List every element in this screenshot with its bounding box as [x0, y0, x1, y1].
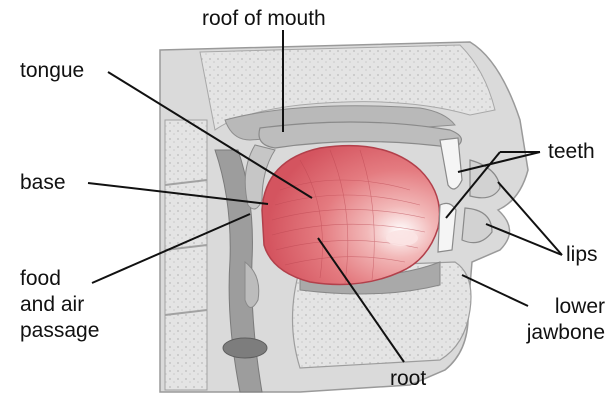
label-root: root	[390, 366, 426, 392]
label-food-and-air-passage: food and air passage	[20, 266, 99, 344]
label-base: base	[20, 170, 66, 196]
label-lower-jawbone: lower jawbone	[510, 294, 605, 346]
tongue-tip-highlight	[386, 230, 418, 246]
label-roof-of-mouth: roof of mouth	[202, 6, 326, 32]
tongue-shape	[262, 146, 440, 285]
label-tongue: tongue	[20, 58, 84, 84]
label-teeth: teeth	[548, 139, 595, 165]
label-lips: lips	[566, 242, 598, 268]
spine	[165, 120, 207, 390]
leader-lips-upper	[498, 182, 562, 255]
larynx	[223, 338, 267, 358]
